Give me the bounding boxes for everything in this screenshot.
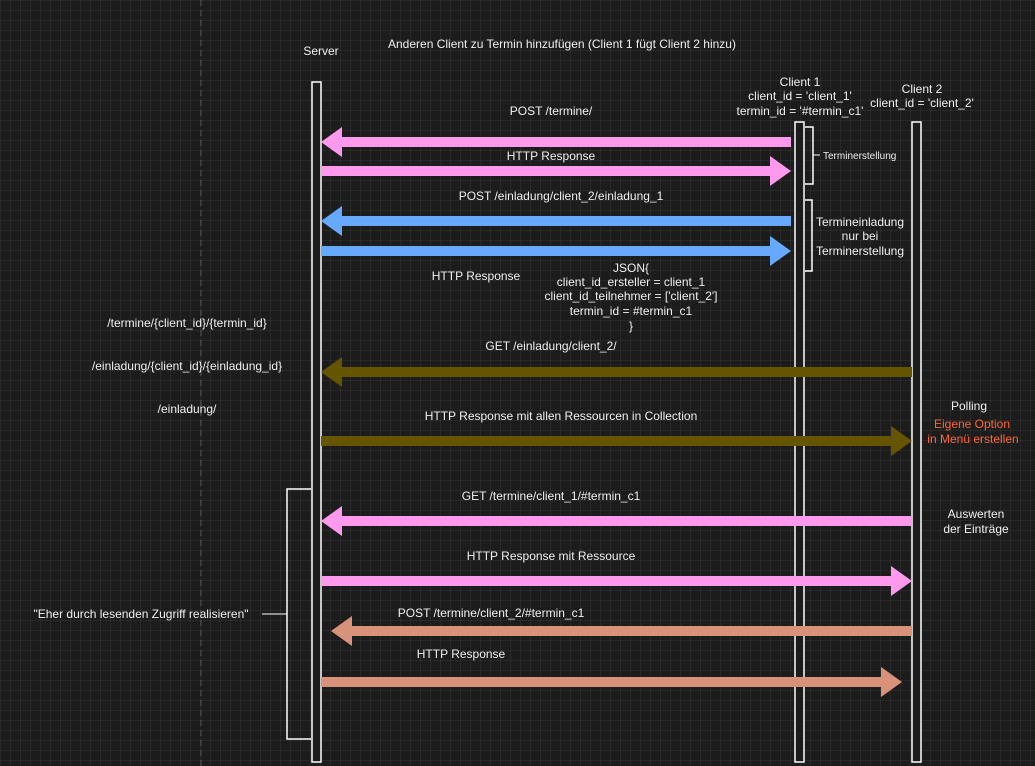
polling-label: Polling [951,399,987,413]
auswerten-label: Auswerten [948,507,1005,521]
terminerstellung-label: Terminerstellung [823,151,896,162]
client1-label: Client 1 [780,75,821,89]
lesender-zugriff-bracket [286,488,311,740]
client1-id: client_id = 'client_1' [748,89,852,103]
eigene-option-label: Eigene Option [934,417,1010,431]
endpoint-label: /einladung/ [158,402,217,416]
message-arrow[interactable] [321,667,902,697]
json-line: termin_id = #termin_c1 [570,304,693,318]
endpoint-label: /termine/{client_id}/{termin_id} [107,316,266,330]
endpoint-label: /einladung/{client_id}/{einladung_id} [92,359,282,373]
message-arrow[interactable] [321,206,791,236]
diagram-title: Anderen Client zu Termin hinzufügen (Cli… [388,37,736,51]
message-label: HTTP Response [507,149,596,163]
message-arrow[interactable] [321,236,791,266]
message-arrow[interactable] [321,566,912,596]
client2-id: client_id = 'client_2' [870,96,974,110]
message-arrow[interactable] [321,156,791,186]
message-arrow[interactable] [321,357,912,387]
server-lifeline[interactable] [311,81,322,763]
message-arrow[interactable] [321,127,791,157]
message-label: GET /einladung/client_2/ [485,339,617,353]
message-arrow[interactable] [321,506,912,536]
message-label: POST /termine/ [510,104,593,118]
client2-lifeline[interactable] [911,121,922,763]
termineinladung-label: nur bei [842,229,879,243]
message-arrow[interactable] [331,616,912,646]
server-label: Server [303,44,338,58]
termineinladung-bracket [805,199,813,272]
termineinladung-label: Terminerstellung [816,244,904,258]
termineinladung-label: Termineinladung [816,215,904,229]
client2-label: Client 2 [902,82,943,96]
message-arrow[interactable] [321,426,912,456]
message-label: POST /termine/client_2/#termin_c1 [398,606,585,620]
lesender-zugriff-label: "Eher durch lesenden Zugriff realisieren… [33,607,248,621]
auswerten-label: der Einträge [943,522,1009,536]
terminerstellung-bracket [805,126,814,185]
message-label: HTTP Response [417,647,506,661]
json-line: client_id_teilnehmer = ['client_2'] [544,289,717,303]
message-label: HTTP Response mit Ressource [467,549,636,563]
json-line: JSON{ [613,261,649,275]
client1-termin-id: termin_id = '#termin_c1' [737,104,864,118]
json-body: JSON{ client_id_ersteller = client_1 cli… [544,261,717,333]
message-label: HTTP Response [432,269,521,283]
eigene-option-label: in Menü erstellen [927,432,1018,446]
json-line: client_id_ersteller = client_1 [557,275,706,289]
message-label: GET /termine/client_1/#termin_c1 [462,489,641,503]
message-label: POST /einladung/client_2/einladung_1 [459,189,664,203]
message-label: HTTP Response mit allen Ressourcen in Co… [425,409,698,423]
json-line: } [629,319,633,333]
